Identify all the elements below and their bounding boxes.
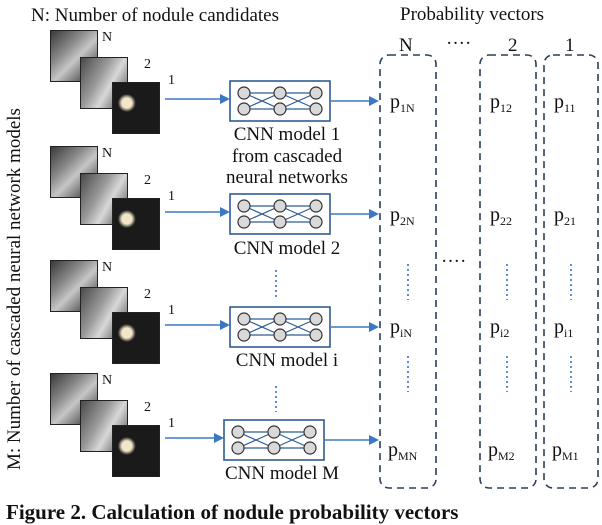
- prob-entry: pM2: [488, 439, 515, 463]
- column-header-1: 1: [565, 35, 575, 56]
- vector-box-1: [543, 54, 599, 489]
- slice-mark-2: 2: [144, 287, 151, 302]
- prob-entry: pMN: [388, 439, 418, 463]
- nodule-stack-i: N 2 1: [50, 260, 175, 364]
- vector-box-2: [479, 54, 537, 489]
- nodule-stack-1: N 2 1: [50, 30, 175, 134]
- cnn-model-1-box: [229, 80, 331, 122]
- prob-vectors-title: Probability vectors: [400, 4, 545, 25]
- slice-mark-2: 2: [144, 400, 151, 415]
- prob-entry: pi1: [554, 316, 574, 340]
- column-header-2: 2: [508, 35, 518, 56]
- nodule-stack-2: N 2 1: [50, 146, 175, 250]
- prob-entry: pM1: [552, 439, 579, 463]
- cnn-model-1-extra-1: from cascaded: [231, 146, 343, 167]
- prob-entry: piN: [390, 316, 412, 340]
- slice-mark-n: N: [102, 30, 113, 45]
- vector-box-n: [379, 54, 437, 489]
- prob-entry: p11: [554, 91, 576, 115]
- prob-entry: p21: [554, 204, 576, 228]
- ct-slice-1: [112, 198, 160, 250]
- n-definition-label: N: Number of nodule candidates: [31, 5, 279, 26]
- prob-entry: p12: [490, 91, 512, 115]
- cnn-model-2-label: CNN model 2: [233, 238, 341, 259]
- slice-mark-1: 1: [168, 189, 175, 204]
- vector-columns-ellipsis: ····: [441, 251, 467, 272]
- slice-mark-1: 1: [168, 303, 175, 318]
- cnn-model-i-label: CNN model i: [235, 350, 339, 371]
- cnn-model-1-extra-2: neural networks: [226, 167, 348, 188]
- slice-mark-1: 1: [168, 416, 175, 431]
- ct-slice-1: [112, 82, 160, 134]
- slice-mark-1: 1: [168, 73, 175, 88]
- prob-entry: p22: [490, 204, 512, 228]
- cnn-model-m-box: [223, 419, 325, 461]
- cnn-model-i-box: [229, 306, 331, 348]
- slice-mark-2: 2: [144, 57, 151, 72]
- column-header-dots: ····: [446, 33, 472, 54]
- slice-mark-n: N: [102, 373, 113, 388]
- cnn-model-m-label: CNN model M: [225, 463, 339, 484]
- slice-mark-n: N: [102, 146, 113, 161]
- slice-mark-2: 2: [144, 173, 151, 188]
- cnn-model-2-box: [229, 193, 331, 235]
- column-header-n: N: [399, 35, 413, 56]
- nodule-stack-m: N 2 1: [50, 373, 175, 477]
- prob-entry: pi2: [490, 316, 510, 340]
- ct-slice-1: [112, 425, 160, 477]
- ct-slice-1: [112, 312, 160, 364]
- slice-mark-n: N: [102, 260, 113, 275]
- prob-entry: p2N: [390, 204, 415, 228]
- figure-caption: Figure 2. Calculation of nodule probabil…: [6, 500, 459, 524]
- prob-entry: p1N: [390, 91, 415, 115]
- cnn-model-1-label: CNN model 1: [233, 124, 341, 145]
